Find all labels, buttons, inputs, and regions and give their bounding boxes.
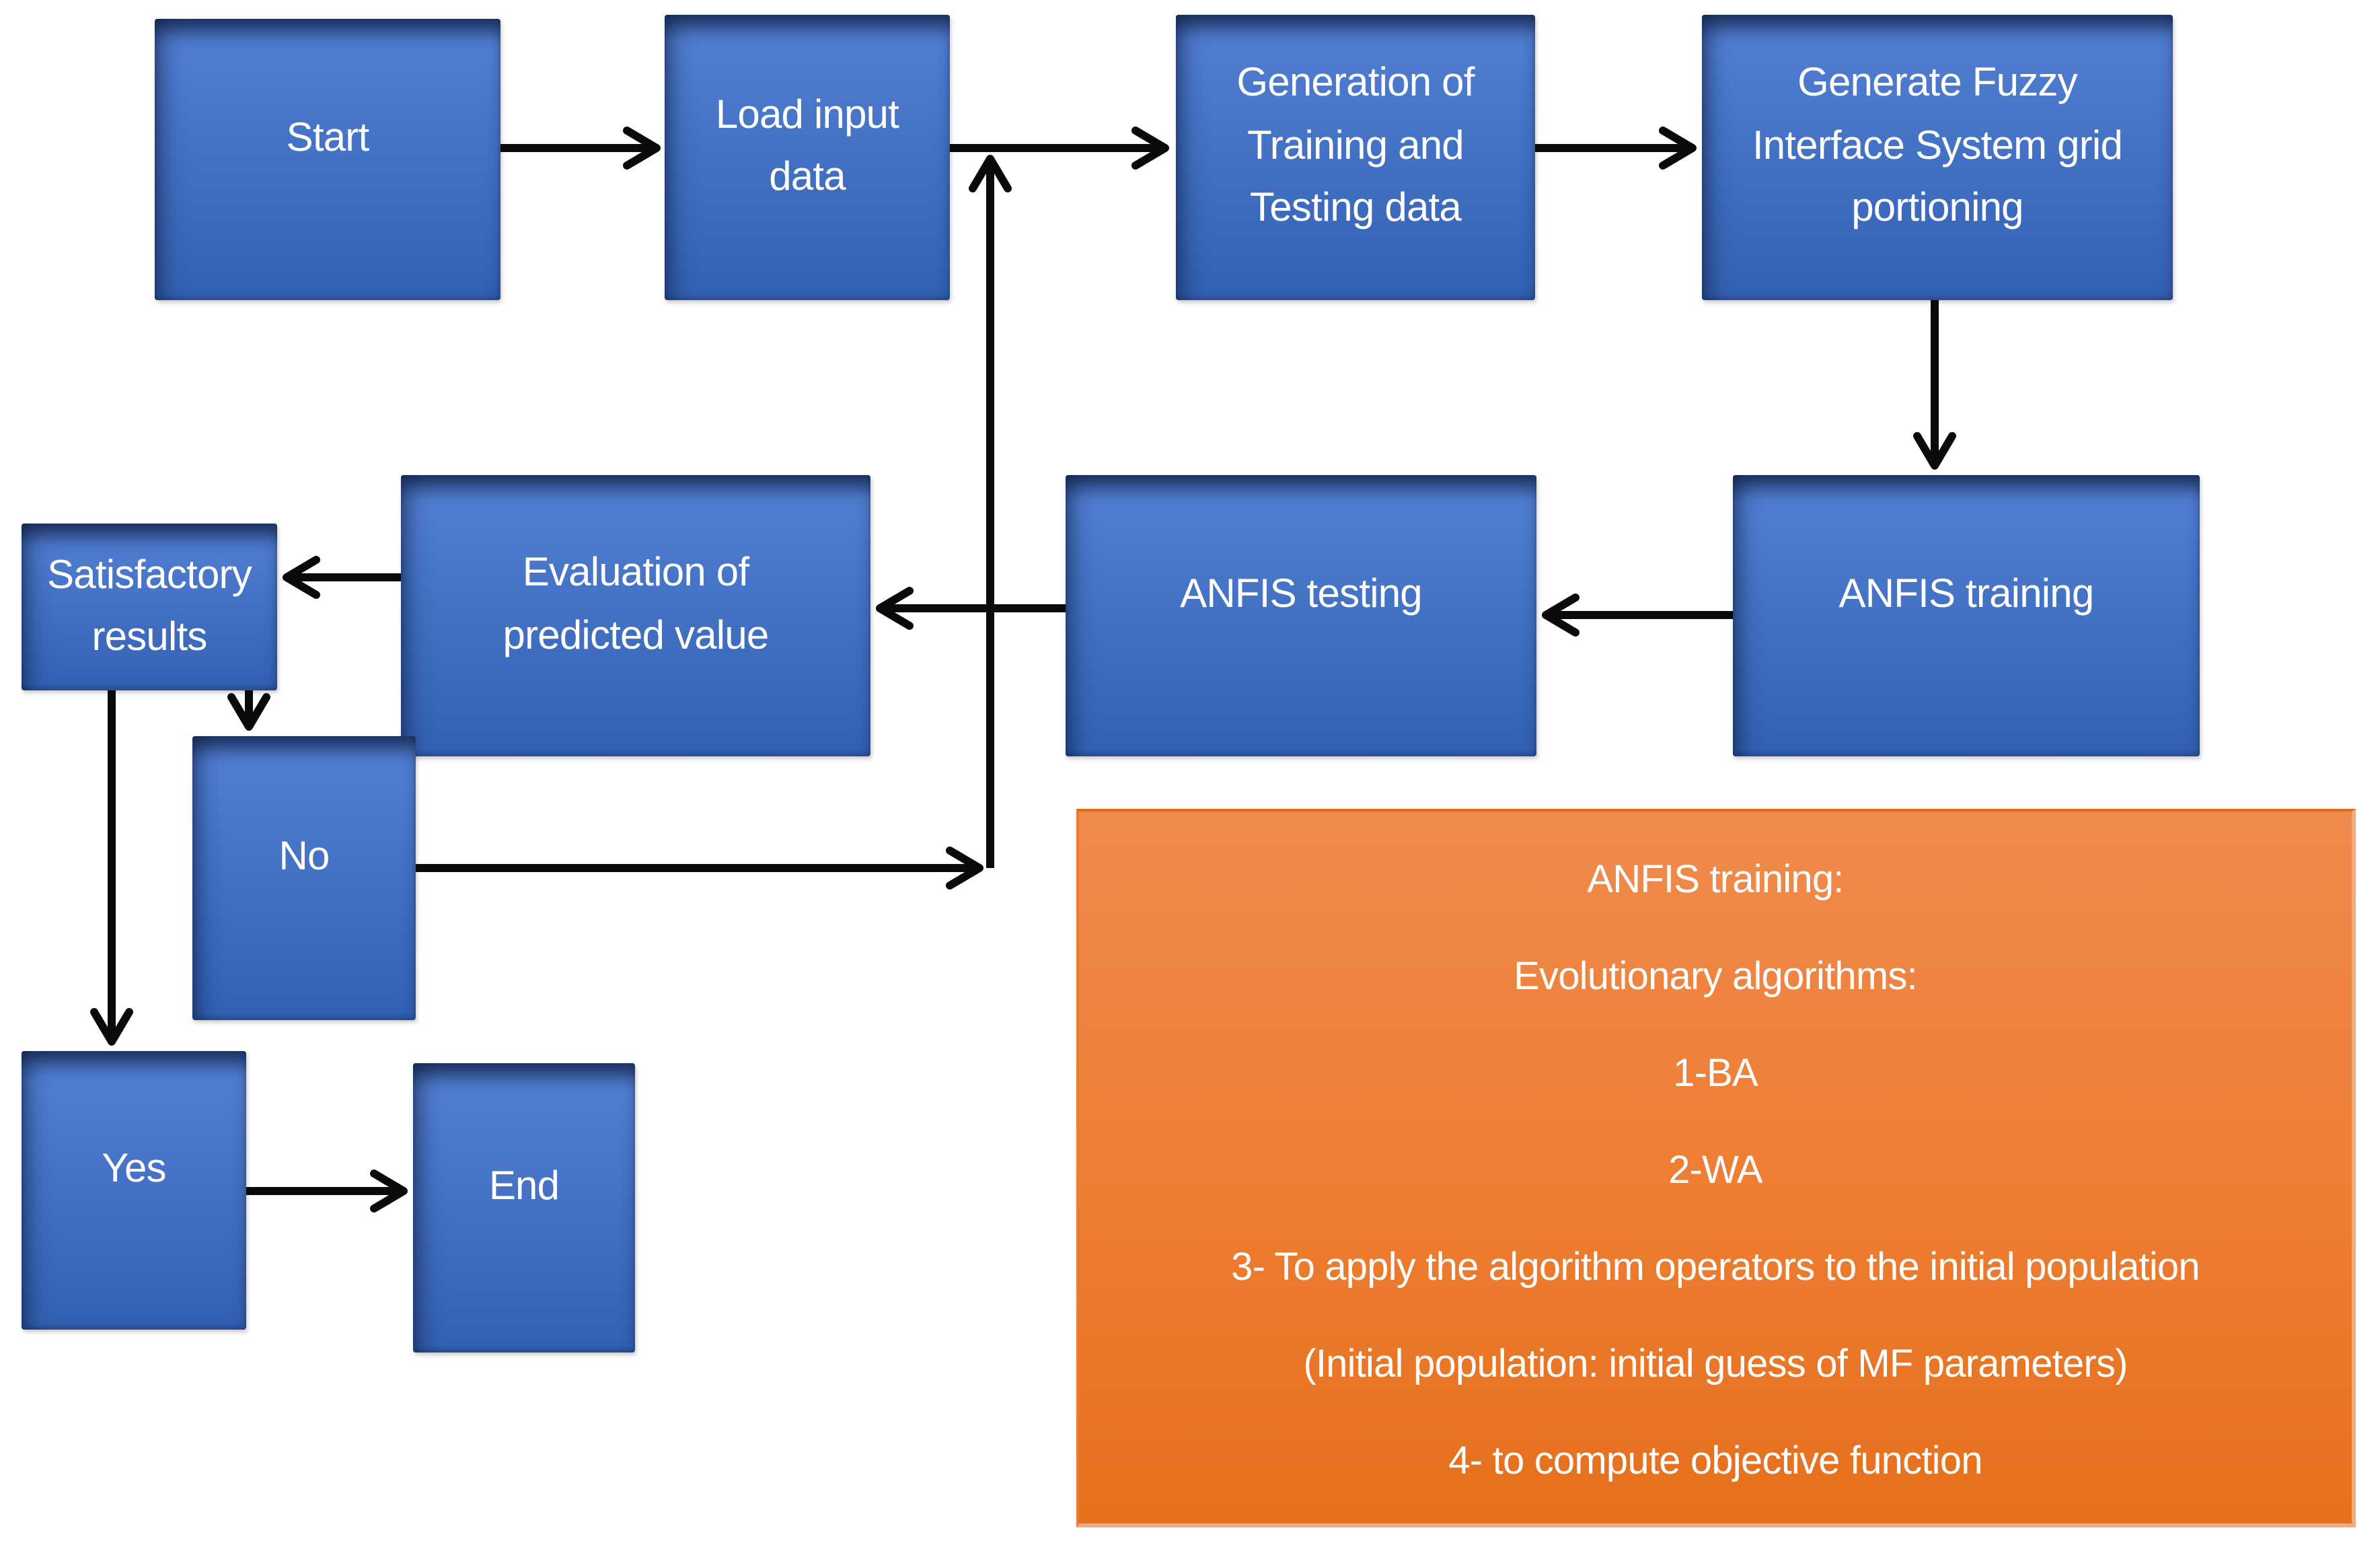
node-satisfactory-results: Satisfactory results [22,524,277,690]
note-line-title: ANFIS training: [1587,859,1844,902]
node-yes-label: Yes [102,1147,166,1192]
node-satisfactory-results-label: Satisfactory results [47,552,252,659]
node-load-input-data-label: Load input data [715,92,899,199]
node-anfis-testing: ANFIS testing [1066,475,1536,756]
note-line-apply-operators: 3- To apply the algorithm operators to t… [1231,1246,2200,1289]
note-panel-anfis-training: ANFIS training: Evolutionary algorithms:… [1076,809,2356,1527]
node-load-input-data: Load input data [665,15,950,300]
note-line-initial-population: (Initial population: initial guess of MF… [1303,1342,2128,1386]
node-start: Start [155,19,500,300]
node-yes: Yes [22,1051,246,1330]
node-end: End [413,1063,635,1353]
note-line-ba: 1-BA [1673,1052,1758,1096]
node-end-label: End [488,1164,560,1209]
node-anfis-training: ANFIS training [1733,475,2200,756]
node-generation-training-testing-data: Generation of Training and Testing data [1176,15,1535,300]
node-evaluation-label: Evaluation of predicted value [503,550,770,657]
note-line-objective-function: 4- to compute objective function [1448,1439,1982,1483]
note-line-wa: 2-WA [1668,1149,1762,1192]
node-no: No [192,736,416,1020]
node-evaluation-predicted-value: Evaluation of predicted value [401,475,870,756]
note-line-evolutionary-algorithms: Evolutionary algorithms: [1514,956,1918,999]
node-anfis-testing-label: ANFIS testing [1180,572,1423,617]
node-generate-fuzzy-grid: Generate Fuzzy Interface System grid por… [1702,15,2173,300]
node-generate-fuzzy-grid-label: Generate Fuzzy Interface System grid por… [1752,61,2123,231]
node-generation-label: Generation of Training and Testing data [1236,61,1475,231]
node-start-label: Start [286,116,370,161]
node-no-label: No [278,834,330,879]
node-anfis-training-label: ANFIS training [1838,572,2095,617]
